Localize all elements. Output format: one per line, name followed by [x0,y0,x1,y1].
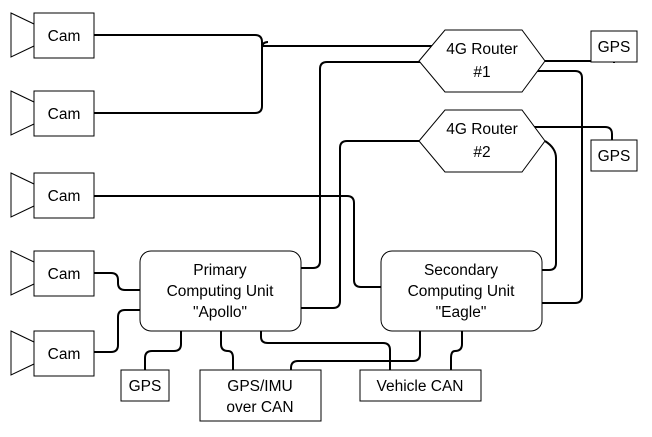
router-1: 4G Router #1 [418,29,546,93]
router-label-line2: #2 [473,144,490,161]
camera-icon [10,172,35,218]
wire-router1-secondary [530,70,583,304]
wire-router1-primary [301,61,434,269]
camera-3: Cam [10,172,95,219]
wire-secondary-vehiclecan [450,331,463,370]
wire-router2-secondary [542,140,557,271]
camera-5: Cam [10,330,95,377]
camera-label: Cam [48,188,81,205]
primary-unit-line3: "Apollo" [193,304,247,321]
gps-label: GPS [598,148,631,165]
camera-label: Cam [48,266,81,283]
secondary-unit-line3: "Eagle" [436,304,487,321]
wire-cam1-router1 [94,34,434,47]
vehicle-can-label: Vehicle CAN [376,378,463,395]
wire-primary-vehiclecan [260,331,391,370]
wire-cam2-router1 [94,41,269,114]
wire-router2-primary [301,140,424,309]
wire-cam3-secondary [94,195,381,288]
gps-label: GPS [129,378,162,395]
gps-imu-line2: over CAN [226,399,293,416]
wire-primary-gps [144,331,182,370]
router1-gps-box: GPS [590,30,638,63]
camera-label: Cam [48,28,81,45]
camera-icon [10,12,35,58]
camera-label: Cam [48,346,81,363]
camera-4: Cam [10,250,95,297]
gps-imu-box: GPS/IMU over CAN [199,369,322,422]
gps-label: GPS [598,39,631,56]
wire-router2-gps [528,126,613,141]
secondary-computing-unit: Secondary Computing Unit "Eagle" [380,250,543,332]
camera-label: Cam [48,106,81,123]
wire-cam5-primary [94,309,140,353]
router-label-line2: #1 [473,64,490,81]
router-label-line1: 4G Router [446,121,518,138]
gps-imu-line1: GPS/IMU [227,378,292,395]
primary-computing-unit: Primary Computing Unit "Apollo" [139,250,302,332]
router2-gps-box: GPS [590,139,638,172]
wire-primary-gpsimu [220,331,234,370]
router-label-line1: 4G Router [446,41,518,58]
camera-icon [10,330,35,376]
secondary-unit-line1: Secondary [424,262,498,279]
bottom-gps-box: GPS [120,369,170,402]
secondary-unit-line2: Computing Unit [408,283,516,300]
camera-2: Cam [10,90,95,137]
vehicle-can-box: Vehicle CAN [359,369,482,402]
primary-unit-line2: Computing Unit [167,283,275,300]
wire-cam4-primary [94,272,140,291]
camera-icon [10,90,35,136]
wire-secondary-gpsimu [290,331,421,370]
primary-unit-line1: Primary [193,262,247,279]
connections [94,34,615,370]
camera-1: Cam [10,12,95,59]
router-2: 4G Router #2 [418,109,546,173]
camera-icon [10,250,35,296]
